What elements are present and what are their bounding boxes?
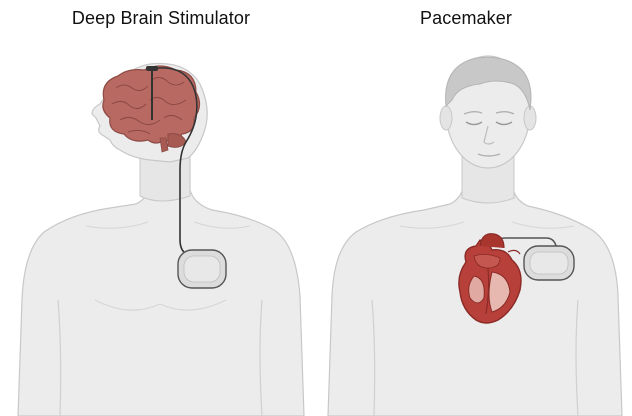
pacemaker-figure — [316, 0, 632, 416]
dbs-pulse-generator-highlight — [184, 256, 220, 282]
dbs-burr-cap — [146, 66, 158, 71]
dbs-panel: Deep Brain Stimulator — [0, 0, 316, 416]
pacemaker-device-highlight — [530, 252, 568, 274]
pacemaker-panel: Pacemaker — [316, 0, 632, 416]
pm-ear-left — [440, 106, 452, 130]
dbs-figure — [0, 0, 316, 416]
